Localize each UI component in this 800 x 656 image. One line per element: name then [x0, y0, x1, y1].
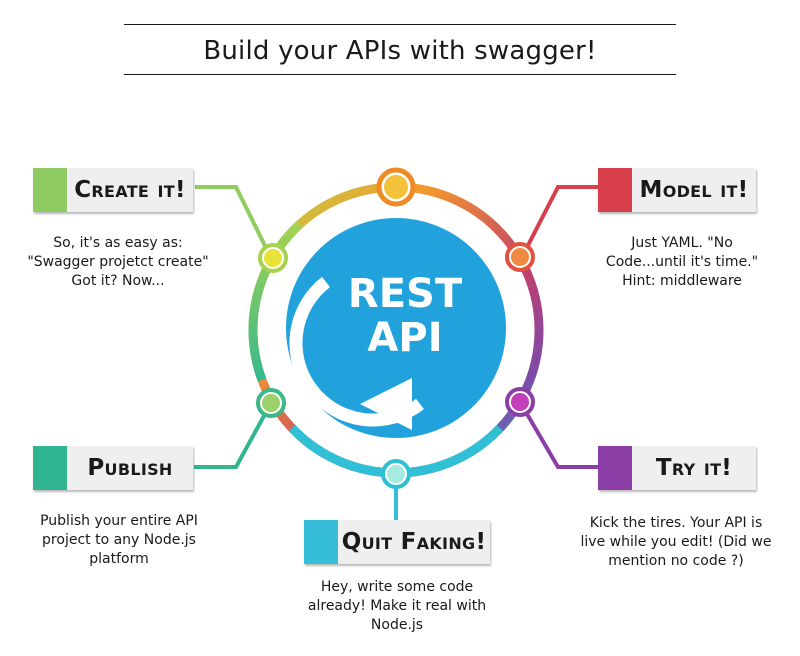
step-create-description: So, it's as easy as: "Swagger projetct c…: [27, 235, 209, 289]
page-title: Build your APIs with swagger!: [203, 36, 597, 66]
step-try-label: Try it!: [655, 455, 733, 481]
node-publish: [256, 388, 286, 418]
title-rule-bottom: [124, 74, 676, 75]
step-create-swatch: [33, 168, 67, 212]
step-quit-label: Quit Faking!: [341, 529, 487, 555]
step-publish-label: Publish: [87, 455, 173, 481]
node-top: [376, 167, 416, 207]
step-publish: Publish: [33, 446, 193, 490]
cycle-arrow-icon: [289, 276, 424, 427]
node-try: [505, 387, 535, 417]
connector-create: [195, 185, 272, 257]
step-model-label: Model it!: [639, 177, 749, 203]
center-label-api: API: [367, 315, 443, 361]
node-model: [505, 242, 535, 272]
step-create: Create it!: [33, 168, 193, 212]
step-model-swatch: [598, 168, 632, 212]
step-publish-swatch: [33, 446, 67, 490]
step-try-description: Kick the tires. Your API is live while y…: [580, 515, 772, 569]
step-try: Try it!: [598, 446, 756, 490]
connector-try: [518, 400, 598, 469]
node-create: [258, 243, 288, 273]
step-quit-swatch: [304, 520, 338, 564]
rest-api-circle: [286, 218, 506, 438]
connector-publish: [194, 402, 273, 469]
step-model-description: Just YAML. "No Code...until it's time." …: [605, 235, 759, 289]
node-quit: [381, 459, 411, 489]
step-model: Model it!: [598, 168, 756, 212]
connector-model: [520, 185, 598, 258]
lifecycle-ring-left-arc: [248, 220, 304, 382]
step-quit: Quit Faking!: [304, 520, 490, 564]
center-label-rest: REST: [347, 271, 463, 317]
step-try-swatch: [598, 446, 632, 490]
title-rule-top: [124, 24, 676, 25]
step-quit-description: Hey, write some code already! Make it re…: [307, 579, 487, 633]
step-create-label: Create it!: [74, 177, 186, 203]
step-publish-description: Publish your entire API project to any N…: [40, 513, 198, 567]
cycle-arrow-head-icon: [360, 378, 412, 430]
